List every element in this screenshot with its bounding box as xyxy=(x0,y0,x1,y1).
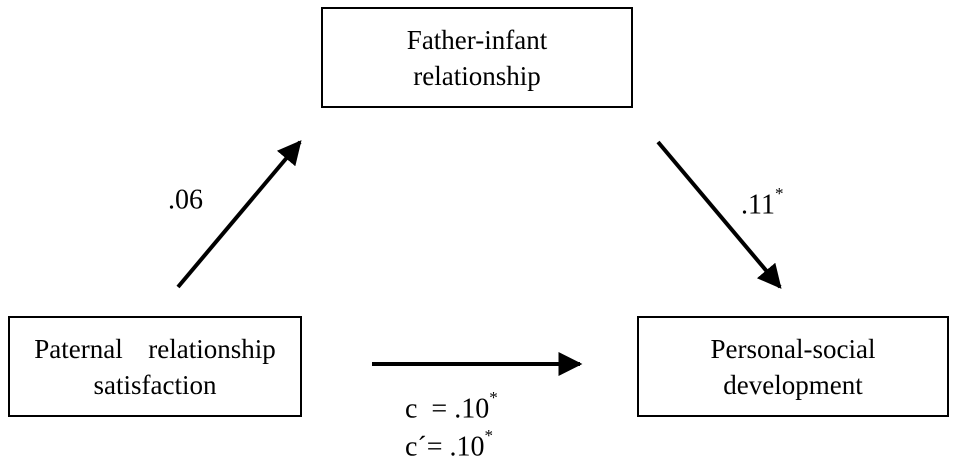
path-c-prime-label: c´= .10 xyxy=(405,431,485,463)
right-box-line2: development xyxy=(723,369,863,400)
arrow-b xyxy=(656,140,782,289)
path-b-value: .11 xyxy=(741,189,775,221)
path-a-coefficient: .06 xyxy=(168,178,203,215)
arrow-a xyxy=(176,140,302,289)
path-c-sig: * xyxy=(489,388,498,407)
path-b-sig: * xyxy=(774,184,784,203)
path-a-value: .06 xyxy=(168,184,203,216)
path-c-prime-sig: * xyxy=(484,426,494,445)
path-c-prime-coefficient: c´= .10* xyxy=(405,425,493,462)
father-infant-relationship-box: Father-infant relationship xyxy=(321,7,633,108)
top-box-line1: Father-infant xyxy=(406,24,548,55)
path-c-label: c = .10 xyxy=(405,393,490,425)
right-box-line1: Personal-social xyxy=(710,333,876,364)
path-b-coefficient: .11* xyxy=(741,183,783,220)
path-c-coefficient: c = .10* xyxy=(405,387,498,424)
left-box-line2: satisfaction xyxy=(93,369,217,400)
personal-social-development-box: Personal-social development xyxy=(637,316,949,417)
top-box-line2: relationship xyxy=(413,60,541,91)
left-box-line1: Paternal relationship xyxy=(34,333,276,364)
paternal-relationship-satisfaction-box: Paternal relationship satisfaction xyxy=(8,316,302,417)
